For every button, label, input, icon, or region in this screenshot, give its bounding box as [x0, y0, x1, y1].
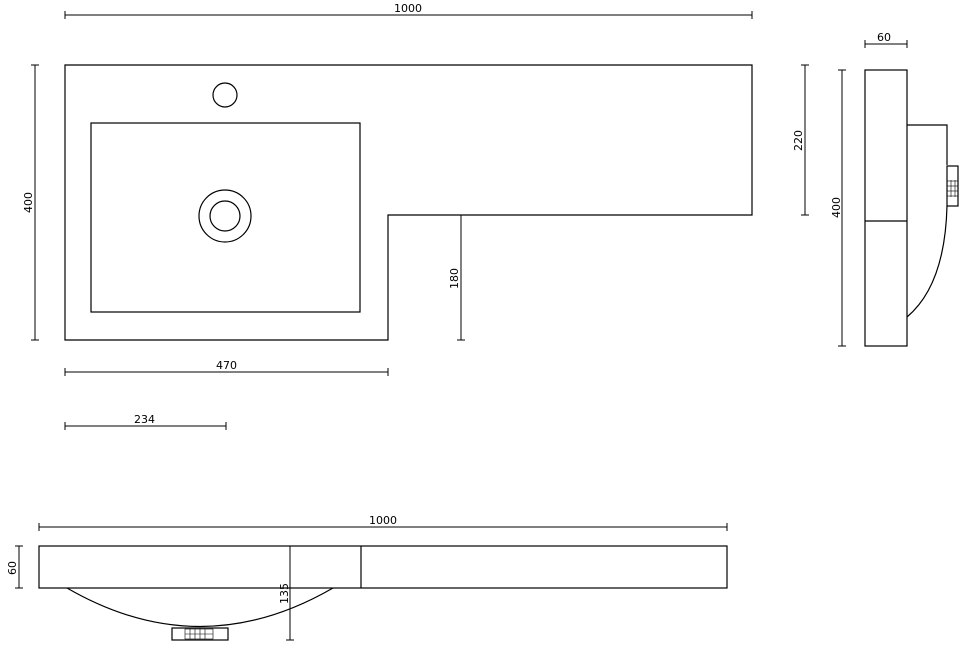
dim-depth-400: 400 [22, 64, 39, 341]
basin-curve [66, 587, 334, 628]
plan-view: 1000 400 470 234 180 [22, 2, 753, 430]
dim-return-180: 180 [448, 214, 465, 341]
tap-hole [212, 82, 238, 108]
dim-basin-135: 135 [278, 545, 294, 641]
side-view: 60 400 220 [792, 31, 959, 347]
dim-label: 1000 [369, 514, 397, 527]
dim-centre-234: 234 [64, 413, 227, 430]
basin-side-profile [907, 124, 948, 165]
side-slab [864, 69, 908, 347]
dim-thickness-60: 60 [6, 545, 23, 589]
dim-label: 234 [134, 413, 155, 426]
dim-label: 135 [278, 583, 291, 604]
dim-width-1000: 1000 [64, 2, 753, 19]
dim-width-1000: 1000 [38, 514, 728, 531]
drain-outer [198, 189, 252, 243]
dim-thickness-60: 60 [864, 31, 908, 48]
dim-label: 60 [6, 561, 19, 575]
dim-label: 470 [216, 359, 237, 372]
dim-depth-400: 400 [830, 69, 846, 347]
dim-label: 180 [448, 268, 461, 289]
drain-inner [209, 200, 241, 232]
front-slab [38, 545, 728, 589]
dim-label: 1000 [394, 2, 422, 15]
dim-label: 220 [792, 130, 805, 151]
basin-curve [906, 205, 948, 318]
dim-label: 60 [877, 31, 891, 44]
waste-outlet [171, 627, 229, 641]
front-view: 1000 60 135 [6, 514, 728, 641]
dim-basin-470: 470 [64, 359, 389, 376]
dim-top-220: 220 [792, 64, 809, 216]
basin-bowl [90, 122, 361, 313]
dim-label: 400 [22, 192, 35, 213]
dim-label: 400 [830, 197, 843, 218]
countertop-outline [64, 64, 753, 341]
